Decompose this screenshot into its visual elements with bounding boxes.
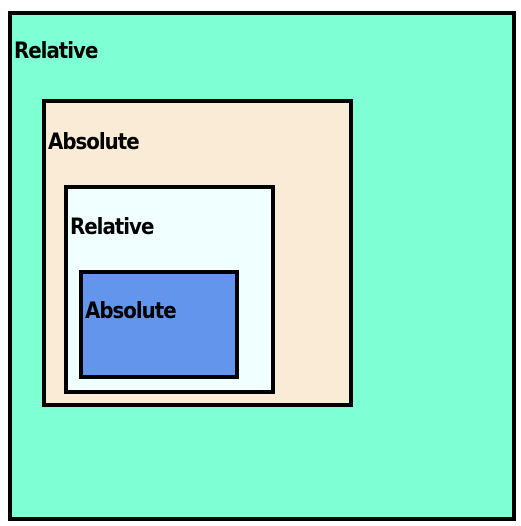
relative-container-outer: Relative Absolute Relative Absolute: [8, 11, 516, 521]
outer-box-label: Relative: [14, 39, 98, 64]
absolute-container-level-2: Absolute Relative Absolute: [42, 99, 353, 407]
level2-box-label: Absolute: [48, 130, 140, 155]
relative-container-level-3: Relative Absolute: [64, 185, 275, 394]
inner-box-label: Absolute: [85, 299, 177, 324]
level3-box-label: Relative: [70, 215, 154, 240]
absolute-container-inner: Absolute: [79, 270, 239, 379]
